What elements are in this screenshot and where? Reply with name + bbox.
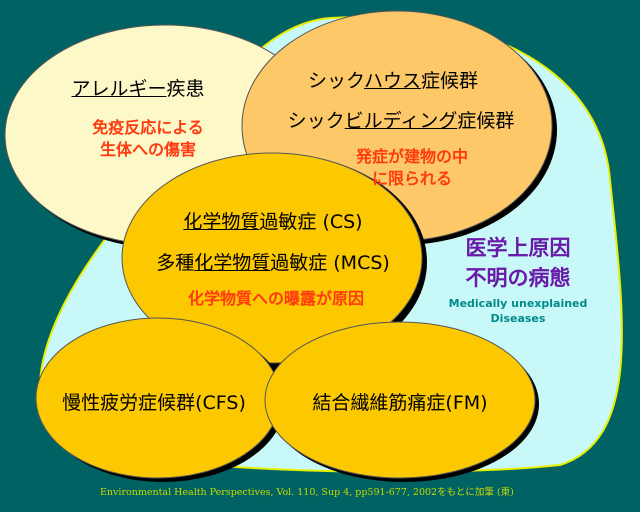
allergy-desc-line2: 生体への傷害 — [99, 140, 196, 159]
mcs-title: 多種化学物質過敏症 (MCS) — [156, 248, 390, 275]
mcs-underlined: 化学物質 — [194, 252, 271, 274]
cs-post: 過敏症 (CS) — [259, 211, 363, 233]
fm-ellipse — [264, 321, 536, 479]
fm-label: 結合繊維筋痛症(FM) — [312, 392, 488, 414]
sickbuilding-underlined: ビルディング — [344, 110, 458, 132]
cs-title: 化学物質過敏症 (CS) — [183, 207, 362, 234]
sickhouse-underlined: ハウス — [364, 70, 422, 92]
unexplained-jp-line2: 不明の病態 — [465, 266, 571, 290]
allergy-title: アレルギー疾患 — [71, 74, 204, 101]
unexplained-jp-line1: 医学上原因 — [465, 236, 571, 260]
sickbuilding-post: 症候群 — [457, 110, 515, 132]
allergy-desc-line1: 免疫反応による — [92, 118, 204, 137]
allergy-desc: 免疫反応による生体への傷害 — [92, 117, 204, 161]
unexplained-en-line1: Medically unexplained — [448, 297, 588, 310]
sickhouse-desc: 発症が建物の中に限られる — [356, 146, 468, 190]
unexplained-jp: 医学上原因不明の病態 — [466, 233, 571, 293]
sickhouse-post: 症候群 — [421, 70, 479, 92]
sickhouse-desc-line2: に限られる — [371, 169, 453, 188]
sickhouse-pre: シック — [307, 70, 365, 92]
sickhouse-desc-line1: 発症が建物の中 — [355, 147, 469, 166]
sickbuilding-pre: シック — [287, 110, 345, 132]
allergy-title-rest: 疾患 — [166, 78, 205, 100]
mcs-post: 過敏症 (MCS) — [270, 252, 390, 274]
cs-underlined: 化学物質 — [183, 211, 260, 233]
mcs-pre: 多種 — [156, 252, 195, 274]
sickbuilding-title: シックビルディング症候群 — [288, 106, 515, 133]
source-citation: Environmental Health Perspectives, Vol. … — [100, 487, 514, 498]
cfs-label: 慢性疲労症候群(CFS) — [62, 392, 246, 414]
sickhouse-title: シックハウス症候群 — [308, 66, 478, 93]
chemical-desc: 化学物質への曝露が原因 — [187, 289, 365, 308]
chemical-ellipse — [121, 152, 423, 364]
allergy-title-underlined: アレルギー — [71, 78, 167, 100]
unexplained-en-line2: Diseases — [490, 312, 546, 325]
